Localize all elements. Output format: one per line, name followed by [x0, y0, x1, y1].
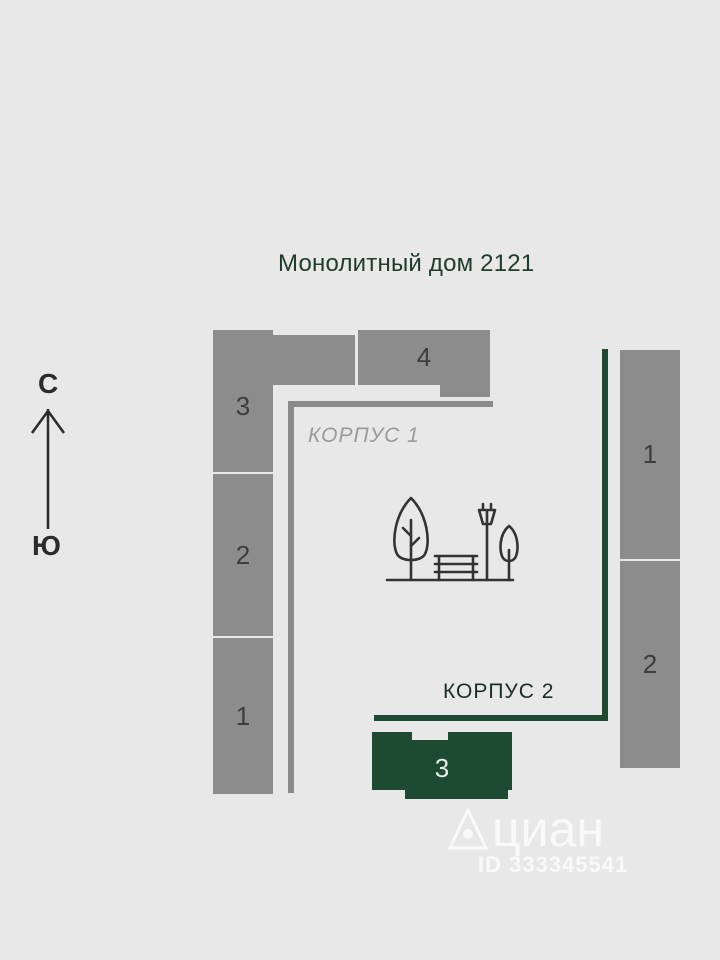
korpus1-courtyard-wall-top	[288, 401, 493, 407]
korpus2-section-3: 3	[372, 732, 512, 790]
cian-logo-icon	[448, 808, 488, 850]
korpus2-section-3-bay	[405, 790, 508, 799]
plan-title: Монолитный дом 2121	[278, 250, 535, 277]
park-bench-trees-icon	[385, 496, 519, 582]
korpus1-label: КОРПУС 1	[308, 424, 420, 447]
korpus2-section-2: 2	[620, 561, 680, 768]
korpus2-section-3-notch-top	[412, 732, 448, 740]
korpus1-north-connector	[273, 335, 355, 385]
korpus2-wall-east	[602, 349, 608, 720]
korpus1-section-1: 1	[213, 638, 273, 794]
korpus1-section-2: 2	[213, 474, 273, 636]
watermark-brand: циан	[492, 801, 604, 857]
north-arrow-icon	[30, 408, 66, 529]
korpus1-courtyard-wall-left	[288, 401, 294, 793]
korpus2-wall-south	[374, 715, 608, 721]
korpus1-section-4-bay	[440, 385, 490, 397]
compass-south-label: Ю	[32, 530, 61, 561]
korpus1-section-4: 4	[358, 330, 490, 385]
korpus2-label: КОРПУС 2	[443, 680, 555, 703]
watermark-id: ID 333345541	[478, 852, 629, 877]
korpus2-section-1: 1	[620, 350, 680, 559]
compass-north-label: С	[38, 368, 59, 399]
korpus1-section-3: 3	[213, 330, 273, 472]
